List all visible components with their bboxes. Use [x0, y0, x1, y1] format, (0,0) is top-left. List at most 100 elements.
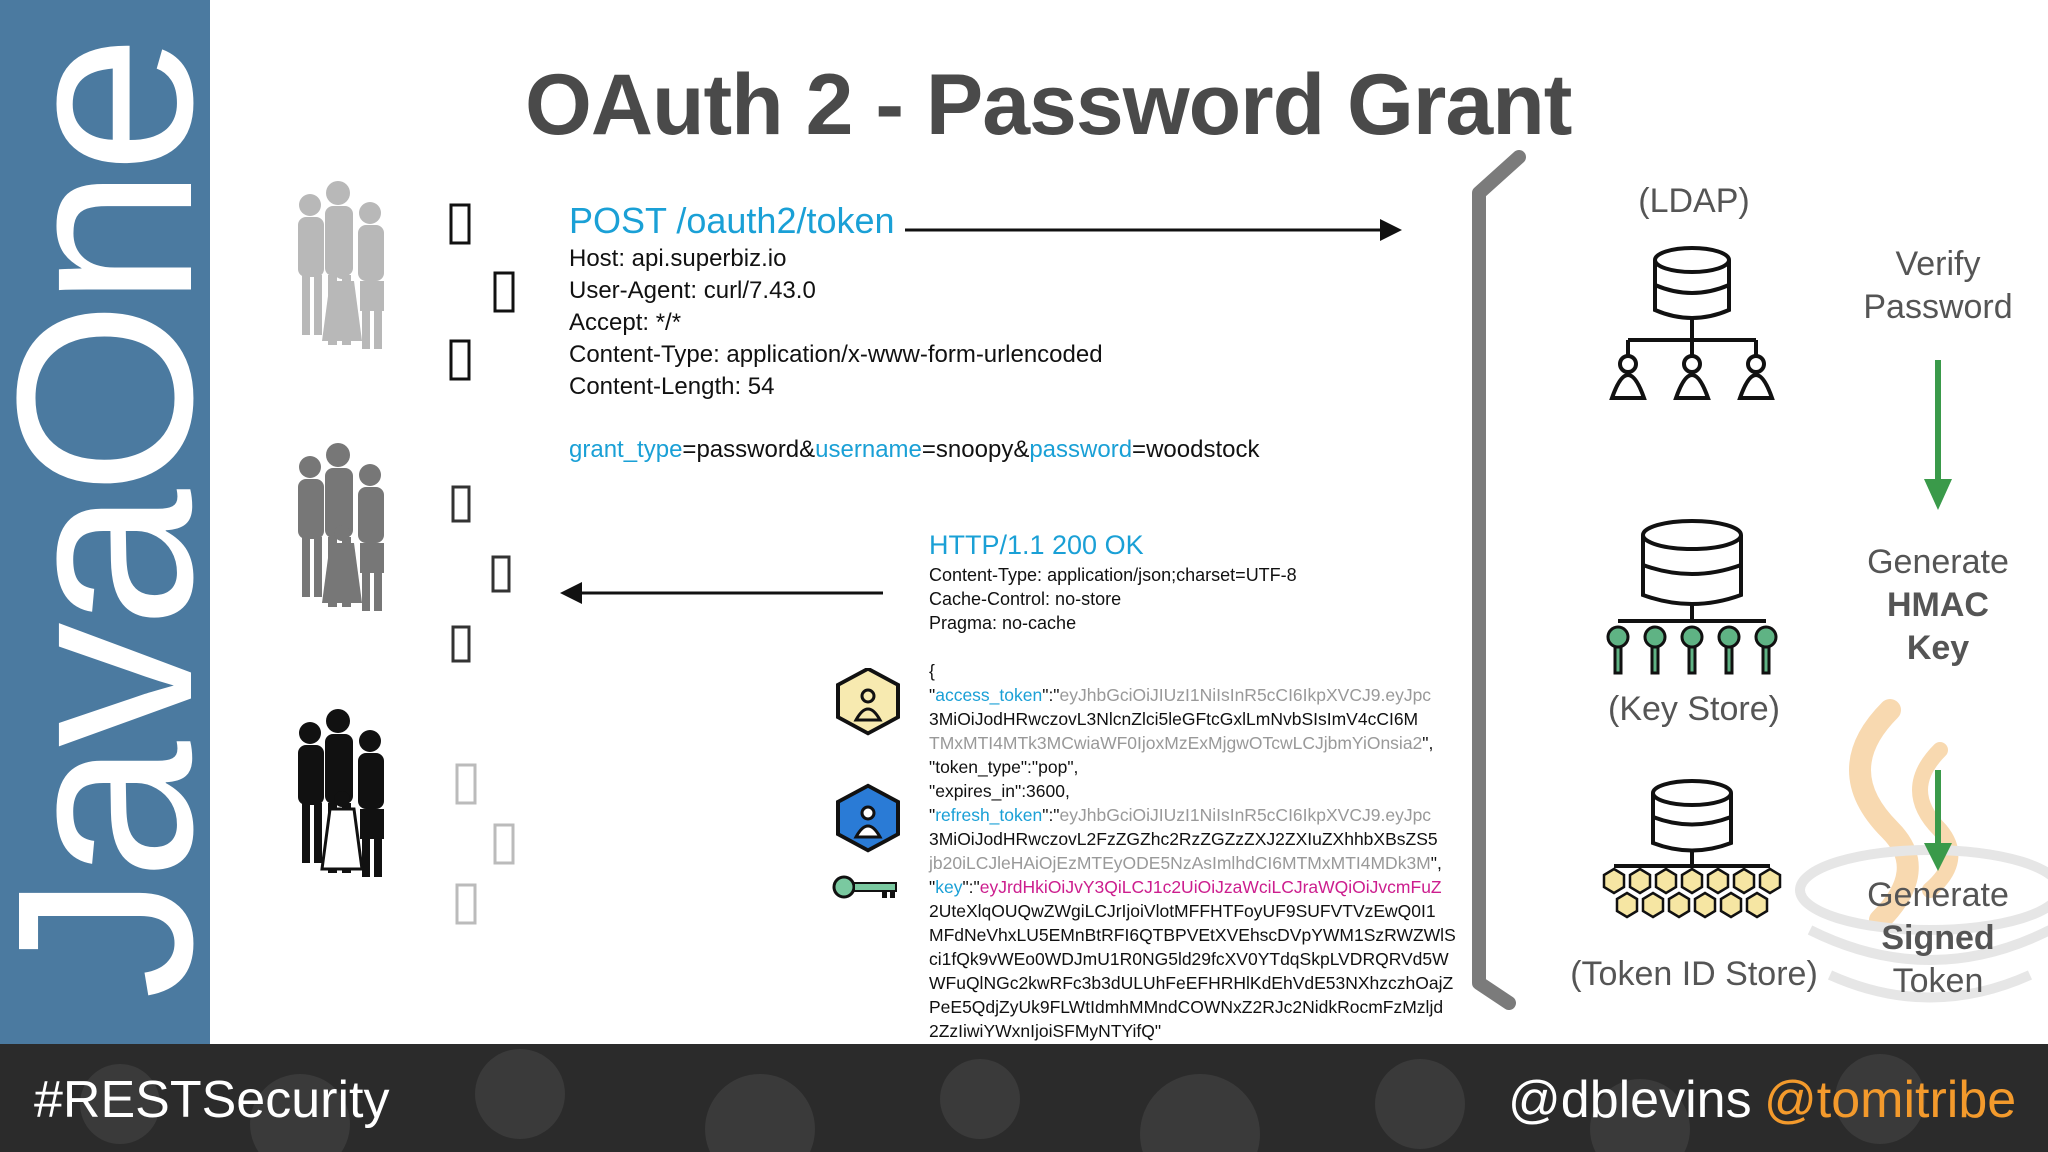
phone-icon	[491, 555, 511, 593]
key-store-label: (Key Store)	[1608, 690, 1780, 728]
access-token-hexagon-icon	[836, 668, 900, 736]
phone-icon	[455, 763, 477, 805]
param-key: grant_type	[569, 436, 683, 463]
request-header: Content-Length: 54	[569, 373, 775, 400]
json-value-line: jb20iLCJleHAiOjEzMTEyODE5NzAsImlhdCI6MTM…	[929, 853, 1442, 873]
request-arrow	[905, 219, 1402, 241]
request-line: POST /oauth2/token	[569, 200, 895, 241]
json-token-type: "token_type":"pop",	[929, 757, 1079, 777]
label-line: Token	[1892, 962, 1984, 1000]
response-header: Cache-Control: no-store	[929, 589, 1122, 609]
response-status: HTTP/1.1 200 OK	[929, 530, 1144, 560]
arrow-right-icon	[1380, 219, 1402, 241]
param-key: username	[815, 436, 922, 463]
user-icon	[860, 688, 876, 704]
user-icon	[1618, 354, 1638, 374]
arrow-down-icon	[1924, 360, 1952, 510]
json-value-line: MFdNeVhxLU5EMnBtRFI6QTBPVEtXVEhscDVpYWM1…	[929, 925, 1456, 945]
sidebar-brand-panel: JavaOne	[0, 0, 210, 1044]
footer-hashtag: #RESTSecurity	[34, 1071, 390, 1129]
json-key: refresh_token	[935, 805, 1043, 825]
arrow-down-icon	[1924, 770, 1952, 871]
request-header: Accept: */*	[569, 309, 682, 336]
phone-icon	[455, 883, 477, 925]
param-key: password	[1029, 436, 1133, 463]
request-header: Host: api.superbiz.io	[569, 245, 787, 272]
json-value-line: PeE5QdjZyUk9FLWtIdmhMMndCOWNxZ2RJc2NidkR…	[929, 997, 1444, 1017]
device-glyphs	[449, 203, 515, 925]
footer-bar	[0, 1044, 2048, 1152]
json-value: eyJrdHkiOiJvY3QiLCJ1c2UiOiJzaWciLCJraWQi…	[979, 877, 1442, 897]
key-store-icon	[1606, 519, 1778, 675]
key-icon	[1606, 625, 1630, 675]
phone-icon	[493, 271, 515, 313]
user-icon	[860, 805, 876, 821]
key-icon	[1754, 625, 1778, 675]
footer-handle-accent: @tomitribe	[1764, 1071, 2017, 1129]
brand-logo-text: JavaOne	[0, 40, 210, 1000]
verify-password-label: Verify Password	[1838, 243, 2038, 329]
key-icon	[1680, 625, 1704, 675]
arrow-left-icon	[560, 582, 582, 604]
family-icon-medium	[298, 443, 384, 611]
json-refresh-token: "refresh_token":"eyJhbGciOiJIUzI1NiIsInR…	[929, 805, 1432, 825]
user-icon	[1746, 354, 1766, 374]
label-line: Verify	[1895, 245, 1981, 283]
token-id-store-label: (Token ID Store)	[1570, 955, 1818, 993]
param-value: =password&	[682, 436, 816, 463]
refresh-token-hexagon-icon	[836, 783, 900, 853]
json-value-line: 2UteXlqOUQwZWgiLCJrIjoiVlotMFFHTFoyUF9SU…	[929, 901, 1436, 921]
ldap-directory-icon	[1609, 246, 1775, 400]
ldap-label: (LDAP)	[1638, 182, 1750, 220]
hexagon-icon	[1602, 867, 1782, 919]
json-open-brace: {	[929, 661, 935, 681]
phone-icon	[449, 203, 471, 245]
json-value: eyJhbGciOiJIUzI1NiIsInR5cCI6IkpXVCJ9.eyJ…	[1059, 685, 1432, 705]
label-line: Key	[1906, 629, 1970, 667]
json-value-line: 3MiOiJodHRwczovL3NlcnZlci5leGFtcGxlLmNvb…	[929, 709, 1419, 729]
phone-icon	[493, 823, 515, 865]
json-value-line: WFuQlNGc2kwRFc3b3dULUhFeEFHRHlKdEhVdE53N…	[929, 973, 1454, 993]
param-value: =woodstock	[1132, 436, 1260, 463]
key-icon	[1643, 625, 1667, 675]
key-icon	[1717, 625, 1741, 675]
json-key: access_token	[935, 685, 1043, 705]
response-header: Content-Type: application/json;charset=U…	[929, 565, 1297, 585]
param-value: =snoopy&	[921, 436, 1030, 463]
request-body: grant_type=password&username=snoopy&pass…	[569, 434, 1259, 466]
phone-icon	[449, 339, 471, 381]
database-icon	[1651, 779, 1733, 853]
database-icon	[1641, 519, 1743, 606]
label-line: HMAC	[1887, 586, 1989, 624]
json-value: jb20iLCJleHAiOjEzMTEyODE5NzAsImlhdCI6MTM…	[929, 853, 1431, 873]
family-illustrations	[298, 181, 384, 877]
label-line: Signed	[1881, 919, 1995, 957]
json-value-line: 2ZzIiwiYWxnIjoiSFMyNTYifQ"	[929, 1021, 1162, 1041]
generate-signed-token-label: Generate Signed Token	[1838, 874, 2038, 1003]
json-key-entry: "key":"eyJrdHkiOiJvY3QiLCJ1c2UiOiJzaWciL…	[929, 877, 1442, 897]
footer-crowd-texture	[0, 1044, 2048, 1152]
json-value-line: TMxMTI4MTk3MCwiaWF0IjoxMzExMjgwOTcwLCJjb…	[929, 733, 1434, 753]
response-header: Pragma: no-cache	[929, 613, 1077, 633]
key-icon	[832, 875, 897, 899]
request-header: User-Agent: curl/7.43.0	[569, 277, 816, 304]
response-arrow	[560, 582, 883, 604]
label-line: Generate	[1867, 543, 2009, 581]
family-icon-light	[298, 181, 384, 349]
json-value-line: 3MiOiJodHRwczovL2FzZGZhc2RzZGZzZXJ2ZXIuZ…	[929, 829, 1438, 849]
divider-bracket	[1472, 150, 1526, 1010]
database-icon	[1653, 246, 1731, 320]
json-expires-in: "expires_in":3600,	[929, 781, 1070, 801]
family-icon-dark	[298, 709, 384, 877]
json-value: eyJhbGciOiJIUzI1NiIsInR5cCI6IkpXVCJ9.eyJ…	[1059, 805, 1432, 825]
token-id-store-icon	[1602, 779, 1782, 919]
token-icons	[832, 668, 900, 899]
slide-title: OAuth 2 - Password Grant	[525, 57, 1572, 153]
json-access-token: "access_token":"eyJhbGciOiJIUzI1NiIsInR5…	[929, 685, 1432, 705]
phone-icon	[451, 625, 471, 663]
generate-hmac-key-label: Generate HMAC Key	[1838, 541, 2038, 670]
footer-handle: @dblevins	[1508, 1071, 1752, 1129]
user-icon	[1682, 354, 1702, 374]
phone-icon	[451, 485, 471, 523]
label-line: Generate	[1867, 876, 2009, 914]
